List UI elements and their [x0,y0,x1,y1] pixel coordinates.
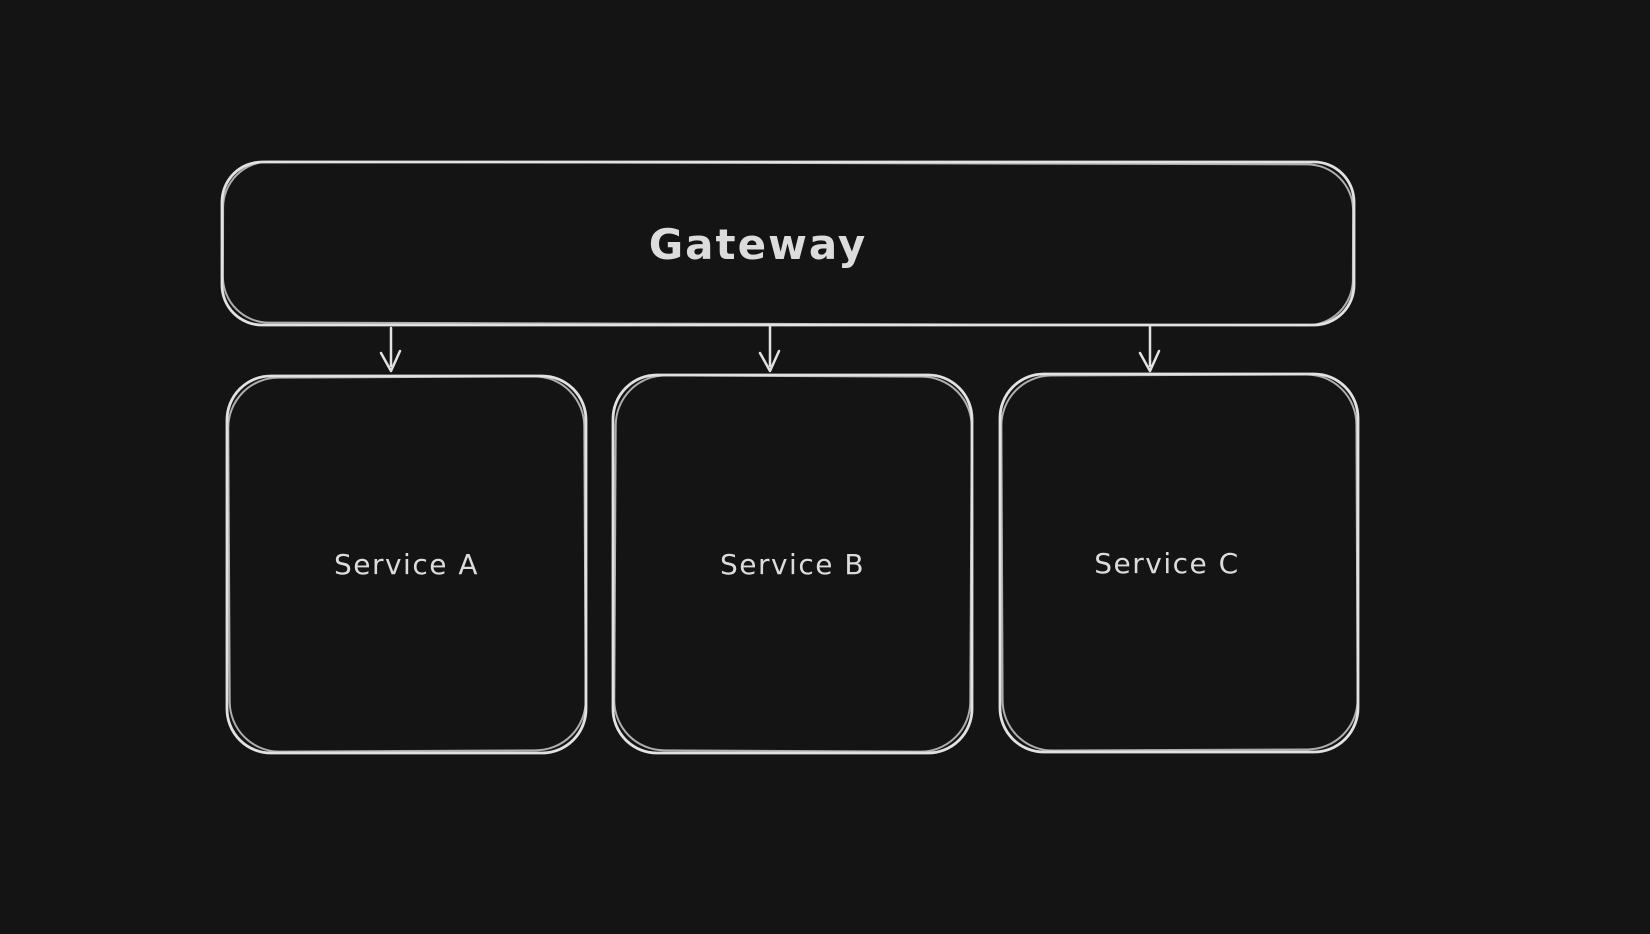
gateway-node-outline-sketch [221,160,1355,327]
edge-gateway-service-a[interactable] [379,326,402,373]
service-c-node[interactable] [998,372,1360,754]
gateway-node-outline [220,160,1356,327]
service-b-node-outline-sketch [613,374,973,753]
service-c-node-outline-sketch [1000,373,1359,752]
service-a-node-outline-sketch [227,375,587,753]
edge-gateway-service-c[interactable] [1138,325,1161,373]
service-a-node[interactable] [225,374,588,755]
arrowhead-down-icon [1138,349,1161,373]
service-b-node[interactable] [611,373,974,755]
arrowhead-down-icon [379,349,402,373]
service-b-node-outline [611,373,974,755]
edge-gateway-service-b[interactable] [758,325,781,373]
arrowhead-down-icon [758,349,781,373]
gateway-node[interactable] [220,160,1356,327]
service-c-node-outline [998,372,1360,754]
service-a-node-outline [225,374,588,755]
